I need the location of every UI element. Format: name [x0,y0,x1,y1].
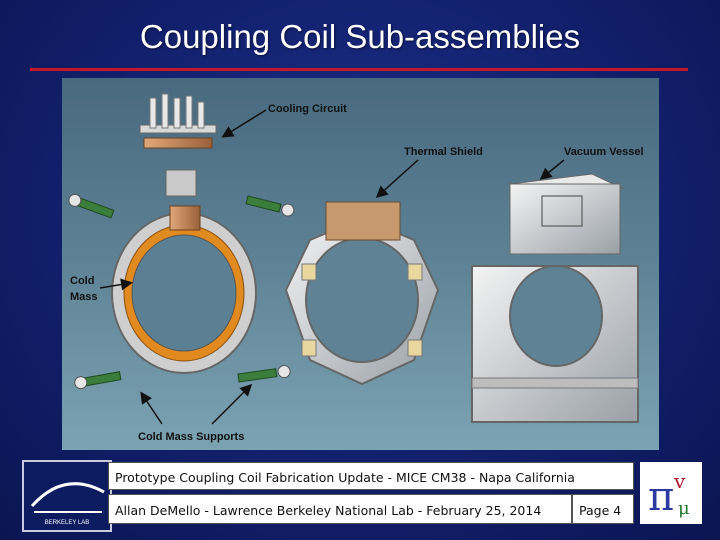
vacuum-vessel-part [471,173,639,423]
berkeley-lab-logo-text: BERKELEY LAB [45,520,90,526]
berkeley-lab-logo: BERKELEY LAB [22,460,112,532]
label-cooling-circuit: Cooling Circuit [268,103,347,115]
footer-page-number: Page 4 [572,494,634,524]
thermal-shield-part [284,201,440,386]
title-divider [30,68,688,71]
cad-figure: Cooling Circuit Thermal Shield Vacuum Ve… [62,78,659,450]
mice-logo: π v μ [640,462,702,524]
label-arrows [99,109,565,425]
cad-drawing: Cooling Circuit Thermal Shield Vacuum Ve… [68,93,644,443]
cold-mass-part [111,205,257,374]
cooling-circuit-part [139,93,217,197]
label-vacuum-vessel: Vacuum Vessel [564,146,644,158]
slide-title: Coupling Coil Sub-assemblies [139,18,581,55]
svg-text:μ: μ [678,498,690,519]
berkeley-lab-logo-mark: BERKELEY LAB [30,482,105,526]
label-cold-mass-line1: Cold [70,275,94,287]
svg-text:π: π [648,474,674,520]
label-cold-mass-line2: Mass [70,291,98,303]
footer-author-date: Allan DeMello - Lawrence Berkeley Nation… [108,494,572,524]
mice-logo-mark: π v μ [648,469,690,520]
label-cold-mass-supports: Cold Mass Supports [138,431,244,443]
footer-presentation-title: Prototype Coupling Coil Fabrication Upda… [108,462,634,490]
footer: BERKELEY LAB Prototype Coupling Coil Fab… [12,460,712,536]
svg-text:v: v [673,469,686,493]
cold-mass-supports-part [68,193,295,390]
label-thermal-shield: Thermal Shield [404,146,483,158]
